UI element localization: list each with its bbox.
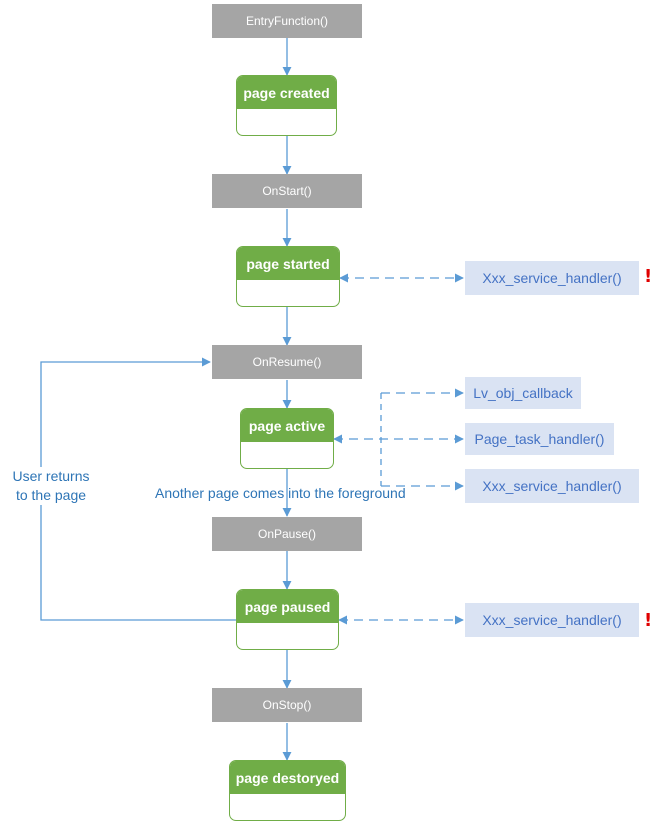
- state-page-created: page created: [236, 75, 337, 136]
- state-destroyed-label: page destoryed: [235, 769, 340, 786]
- state-page-paused: page paused: [236, 589, 339, 650]
- started-warning-icon: !: [644, 266, 653, 287]
- state-page-active: page active: [240, 408, 334, 469]
- onpause-label: OnPause(): [257, 527, 317, 541]
- obj-callback-label: Lv_obj_callback: [473, 385, 573, 401]
- onstop-label: OnStop(): [262, 698, 312, 712]
- state-active-label: page active: [248, 417, 326, 434]
- started-service-handler-label: Xxx_service_handler(): [482, 270, 622, 286]
- task-handler-box: Page_task_handler(): [465, 423, 614, 455]
- onstop-box: OnStop(): [212, 688, 362, 722]
- state-paused-label: page paused: [244, 598, 331, 615]
- paused-service-handler-label: Xxx_service_handler(): [482, 612, 622, 628]
- task-handler-label: Page_task_handler(): [474, 431, 605, 447]
- state-created-label: page created: [243, 84, 330, 101]
- obj-callback-box: Lv_obj_callback: [465, 377, 581, 409]
- started-service-handler-box: Xxx_service_handler(): [465, 261, 639, 295]
- paused-service-handler-box: Xxx_service_handler(): [465, 603, 639, 637]
- onstart-box: OnStart(): [212, 174, 362, 208]
- onpause-box: OnPause(): [212, 517, 362, 551]
- entry-function-box: EntryFunction(): [212, 4, 362, 38]
- onresume-label: OnResume(): [252, 355, 322, 369]
- onstart-label: OnStart(): [262, 184, 312, 198]
- user-returns-label: User returns to the page: [6, 467, 96, 505]
- another-page-label: Another page comes into the foreground: [155, 485, 406, 501]
- paused-warning-icon: !: [644, 610, 653, 631]
- active-service-handler-box: Xxx_service_handler(): [465, 469, 639, 503]
- entry-function-label: EntryFunction(): [245, 14, 329, 28]
- state-page-started: page started: [236, 246, 340, 307]
- onresume-box: OnResume(): [212, 345, 362, 379]
- active-service-handler-label: Xxx_service_handler(): [482, 478, 622, 494]
- state-page-destroyed: page destoryed: [229, 760, 346, 821]
- state-started-label: page started: [246, 255, 330, 272]
